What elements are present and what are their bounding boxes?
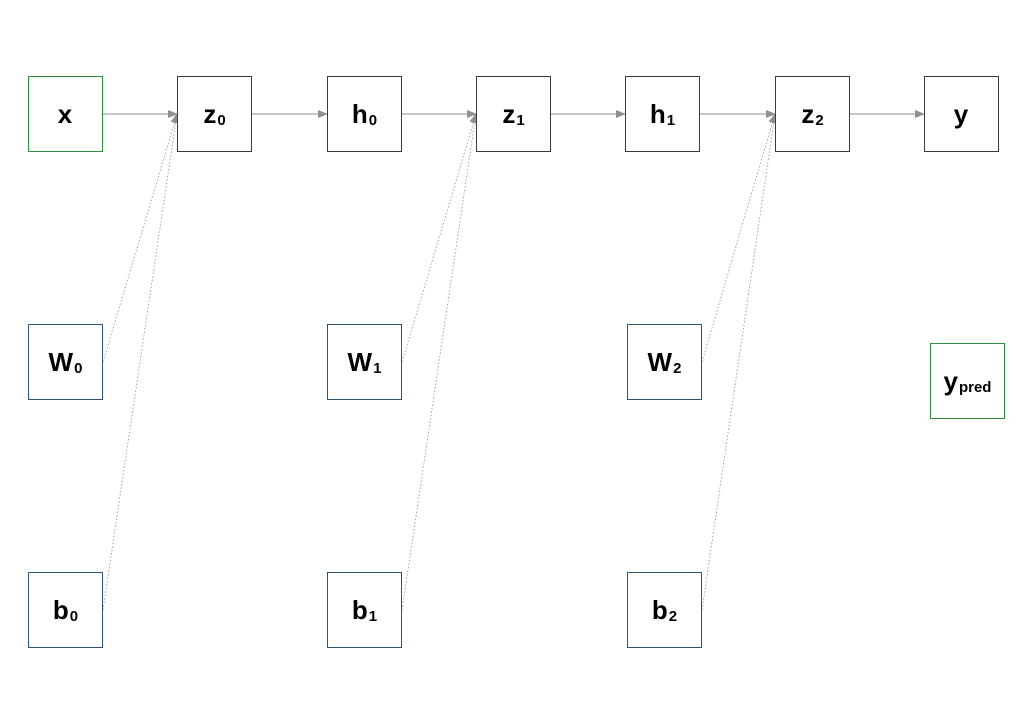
- node-h0-label: h: [351, 99, 368, 129]
- edge-W1-to-z1: [401, 113, 478, 363]
- edge-W2-to-z2: [701, 113, 777, 363]
- node-W2-label: W: [647, 347, 673, 377]
- node-z0-label: z: [203, 99, 217, 129]
- node-b2-label: b: [651, 595, 668, 625]
- node-ypred-subscript: pred: [958, 378, 992, 396]
- node-b1-label: b: [351, 595, 368, 625]
- edge-W0-to-z0: [102, 113, 179, 363]
- node-y-label: y: [953, 99, 969, 129]
- node-x: x: [28, 76, 103, 152]
- node-b0-subscript: 0: [69, 607, 79, 625]
- node-z2-label: z: [801, 99, 815, 129]
- node-z0-subscript: 0: [217, 111, 226, 129]
- node-ypred-label: y: [943, 366, 958, 396]
- node-W0-label: W: [48, 347, 74, 377]
- node-b0-label: b: [52, 595, 69, 625]
- node-z2-subscript: 2: [815, 111, 824, 129]
- edge-b0-to-z0: [102, 113, 180, 611]
- node-z1-label: z: [502, 99, 516, 129]
- node-W0-subscript: 0: [74, 359, 83, 377]
- edge-b2-to-z2: [701, 113, 778, 611]
- node-b2-subscript: 2: [668, 607, 678, 625]
- node-y: y: [924, 76, 999, 152]
- node-W1-label: W: [347, 347, 373, 377]
- node-h1-subscript: 1: [666, 111, 676, 129]
- node-b1-subscript: 1: [368, 607, 378, 625]
- node-x-label: x: [57, 99, 73, 129]
- node-z1-subscript: 1: [516, 111, 525, 129]
- node-W1-subscript: 1: [373, 359, 382, 377]
- node-h1-label: h: [649, 99, 666, 129]
- edge-b1-to-z1: [401, 113, 479, 611]
- node-W2-subscript: 2: [673, 359, 682, 377]
- node-h0-subscript: 0: [368, 111, 378, 129]
